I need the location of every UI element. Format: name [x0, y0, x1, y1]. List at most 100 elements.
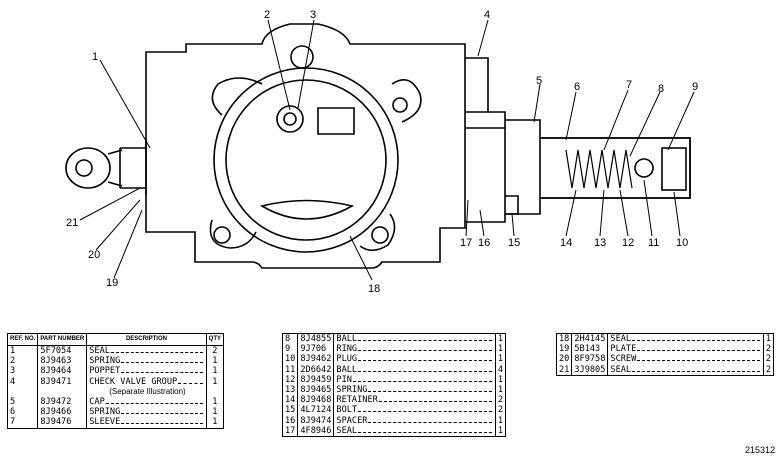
ref-number: 18 — [556, 333, 573, 345]
leader-dots — [637, 360, 760, 362]
left-fitting — [119, 140, 147, 195]
quantity: 1 — [494, 333, 506, 345]
description-note: (Separate Illustration) — [109, 386, 186, 396]
quantity: 1 — [205, 397, 224, 408]
callout-19: 19 — [106, 277, 118, 289]
ref-number: 9 — [282, 344, 299, 355]
leader-dots — [368, 421, 492, 423]
ref-number: 10 — [282, 354, 299, 365]
callout-2: 2 — [264, 9, 270, 21]
part-number: 4L7124 — [297, 405, 335, 416]
callout-12: 12 — [622, 237, 634, 249]
sleeve — [539, 137, 691, 199]
cover-lobes — [209, 77, 422, 252]
callout-6: 6 — [574, 81, 580, 93]
ref-number: 8 — [282, 333, 299, 345]
callout-4: 4 — [484, 9, 490, 21]
leader-dots — [121, 362, 203, 364]
part-number: 4F8946 — [297, 425, 335, 437]
quantity: 2 — [494, 405, 506, 416]
leader-dots — [637, 350, 760, 352]
description: SPRING — [89, 356, 121, 367]
quantity: 2 — [494, 395, 506, 406]
description-cell: SPRING — [334, 385, 495, 395]
part-number: 8J9471 — [37, 376, 88, 387]
part-number: 2D6642 — [297, 364, 335, 375]
leader-dots — [178, 382, 203, 384]
empty-cell — [7, 386, 39, 398]
cover-inner-ring — [225, 79, 387, 241]
leader-dots — [368, 391, 492, 393]
ref-number: 13 — [282, 385, 299, 396]
description-cell: BALL — [334, 334, 495, 345]
description: SPRING — [336, 385, 368, 396]
callout-21: 21 — [66, 217, 78, 229]
description-cell: SLEEVE — [87, 417, 206, 428]
description: RING — [336, 344, 358, 355]
callout-10: 10 — [676, 237, 688, 249]
leader-dots — [632, 370, 760, 372]
description: SEAL — [610, 334, 632, 344]
part-number: 5B143 — [571, 344, 609, 355]
leader-dots — [358, 370, 492, 372]
description: SEAL — [89, 346, 110, 356]
description-cell: SEAL — [334, 426, 495, 437]
ref-number: 3 — [7, 366, 39, 377]
leader-dots — [632, 340, 760, 341]
callout-20: 20 — [88, 249, 100, 261]
description-cell: BOLT — [334, 405, 495, 415]
quantity: 1 — [762, 333, 774, 345]
valve-body — [145, 23, 466, 269]
description-cell: CAP — [87, 397, 206, 407]
header-ref-no: REF. NO. — [7, 333, 39, 346]
leader-dots — [121, 372, 203, 374]
lower-slot — [259, 199, 355, 220]
leader-dots — [110, 352, 203, 353]
header-qty: QTY — [205, 333, 224, 346]
callout-5: 5 — [536, 75, 542, 87]
description: SEAL — [336, 425, 358, 436]
description-cell: POPPET — [87, 366, 206, 376]
bolt-head — [505, 195, 519, 215]
ref-number: 21 — [556, 364, 573, 376]
description-cell: RING — [334, 344, 495, 354]
quantity: 1 — [205, 356, 224, 367]
part-number: 8J9464 — [37, 366, 88, 377]
description-cell: PLUG — [334, 354, 495, 364]
quantity: 1 — [205, 366, 224, 377]
description: BOLT — [336, 405, 358, 416]
cover-outer-ring — [213, 67, 399, 253]
callout-9: 9 — [692, 81, 698, 93]
leader-dots — [121, 413, 203, 415]
description: SPACER — [336, 415, 368, 426]
quantity: 1 — [494, 374, 506, 386]
callout-14: 14 — [560, 237, 572, 249]
description: PLUG — [336, 354, 358, 365]
spacer — [488, 111, 506, 128]
quantity: 1 — [494, 425, 506, 437]
callout-16: 16 — [478, 237, 490, 249]
part-number: 3J9805 — [571, 364, 609, 376]
spring-coils — [565, 149, 633, 189]
empty-cell — [205, 386, 224, 398]
quantity: 1 — [205, 376, 224, 387]
ref-number: 1 — [7, 345, 39, 357]
note-cell: (Separate Illustration) — [87, 387, 206, 397]
part-number: 8J9468 — [297, 395, 335, 406]
poppet-plug-outer — [276, 105, 304, 133]
header-description: DESCRIPTION — [86, 333, 207, 346]
